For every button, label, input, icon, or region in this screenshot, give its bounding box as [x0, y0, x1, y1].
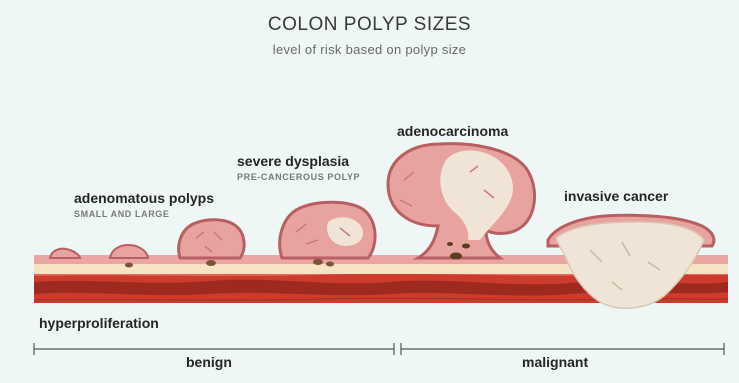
polyp-severe-dysplasia: [280, 202, 375, 266]
scale-label-malignant: malignant: [522, 354, 588, 370]
stage-label-severe-dysplasia: severe dysplasia: [237, 153, 349, 169]
scale-label-benign: benign: [186, 354, 232, 370]
stage-sublabel-adenomatous: SMALL AND LARGE: [74, 209, 170, 219]
stage-label-hyperproliferation: hyperproliferation: [39, 315, 159, 331]
page-subtitle: level of risk based on polyp size: [0, 42, 739, 57]
polyp-small: [179, 220, 244, 266]
stage-label-invasive-cancer: invasive cancer: [564, 188, 668, 204]
stage-sublabel-severe-dysplasia: PRE-CANCEROUS POLYP: [237, 172, 360, 182]
polyp-adenocarcinoma: [388, 144, 535, 260]
risk-scale-bar: [34, 343, 724, 355]
stage-label-adenomatous: adenomatous polyps: [74, 190, 214, 206]
page-title: COLON POLYP SIZES: [0, 14, 739, 36]
stage-label-adenocarcinoma: adenocarcinoma: [397, 123, 508, 139]
